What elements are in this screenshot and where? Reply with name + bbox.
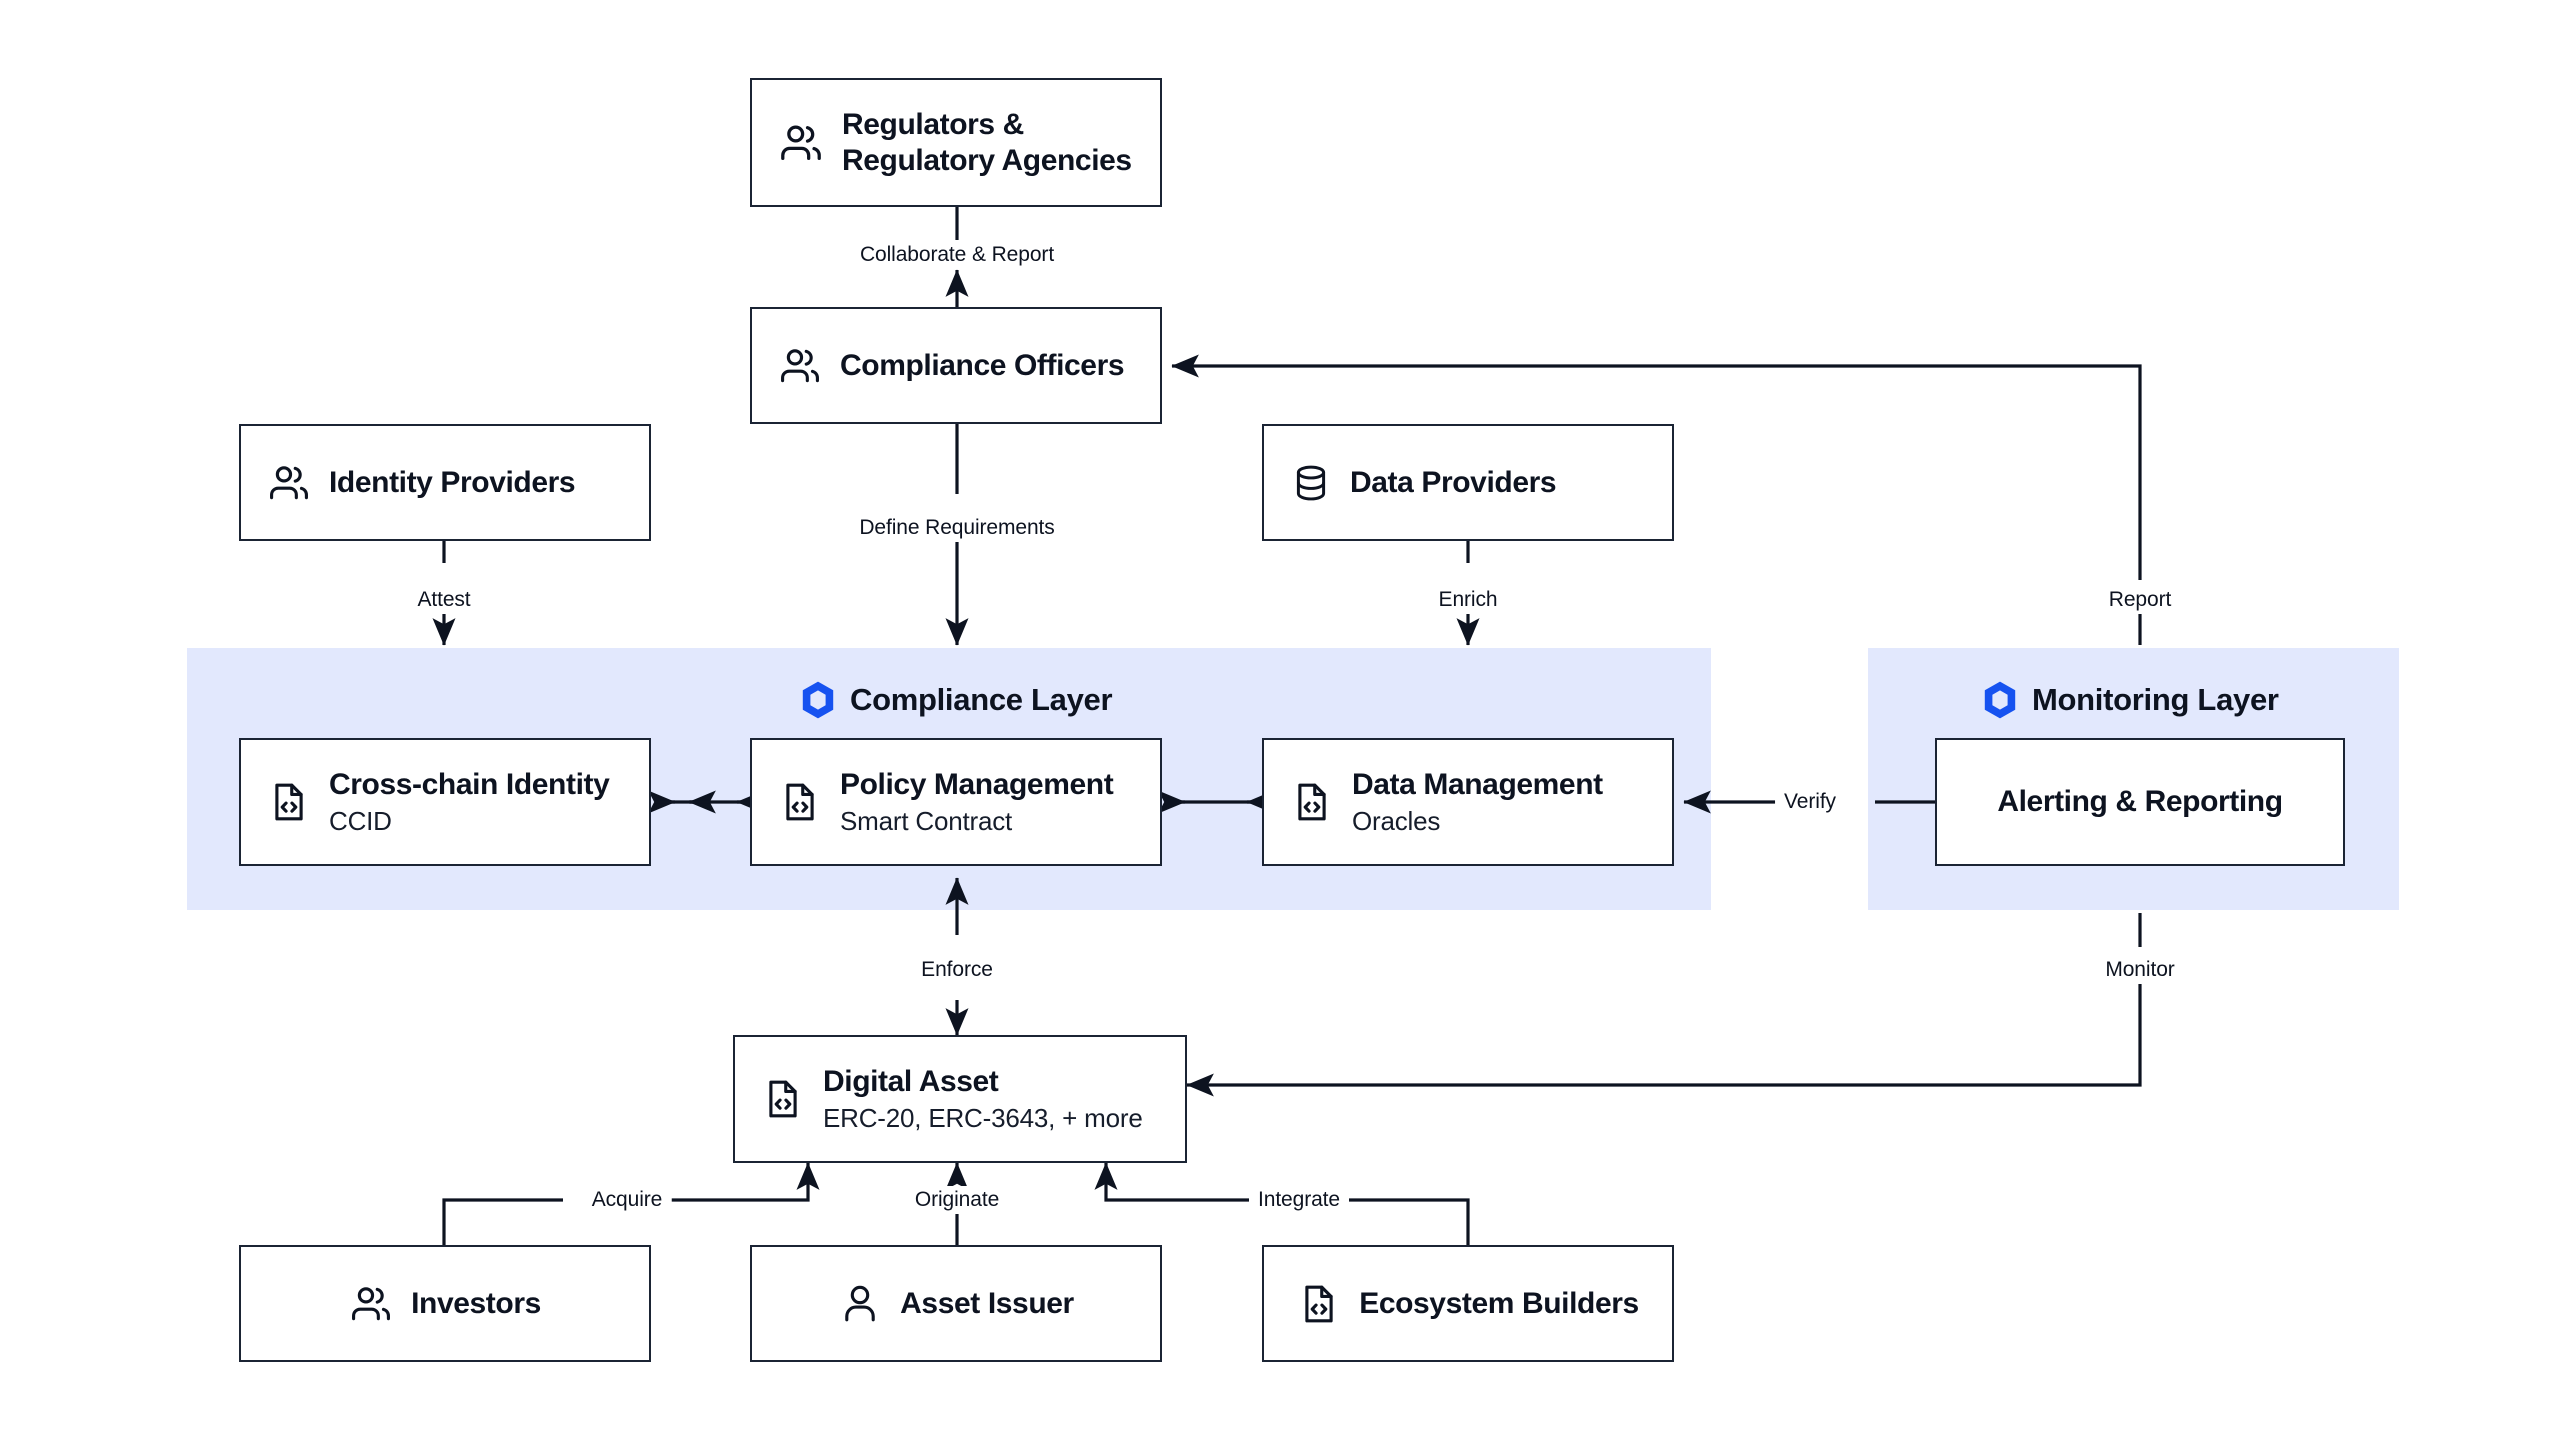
- edge-label-integrate: Integrate: [1249, 1186, 1349, 1214]
- monitoring-layer-label: Monitoring Layer: [2032, 682, 2279, 717]
- node-title: Compliance Officers: [840, 348, 1125, 382]
- users-icon: [781, 348, 819, 382]
- node-regulators[interactable]: Regulators &Regulatory Agencies: [750, 78, 1162, 207]
- users-icon: [270, 465, 308, 499]
- node-subtitle: CCID: [329, 806, 392, 837]
- node-title: Digital Asset: [823, 1064, 999, 1098]
- node-ecosystem-builders[interactable]: Ecosystem Builders: [1262, 1245, 1674, 1362]
- node-title: Alerting & Reporting: [1997, 785, 2283, 819]
- node-digital-asset[interactable]: Digital Asset ERC-20, ERC-3643, + more: [733, 1035, 1187, 1163]
- edge-label-acquire: Acquire: [582, 1186, 672, 1214]
- node-compliance-officers[interactable]: Compliance Officers: [750, 307, 1162, 424]
- edge-label-enrich: Enrich: [1429, 586, 1507, 614]
- node-data-providers[interactable]: Data Providers: [1262, 424, 1674, 541]
- users-icon: [781, 124, 821, 160]
- code-document-icon: [275, 783, 303, 821]
- node-cross-chain-identity[interactable]: Cross-chain Identity CCID: [239, 738, 651, 866]
- code-document-icon: [769, 1080, 797, 1118]
- node-title: Regulators &Regulatory Agencies: [842, 108, 1132, 177]
- hexagon-logo-icon: [802, 681, 834, 719]
- compliance-layer-label: Compliance Layer: [850, 682, 1113, 717]
- code-document-icon: [1298, 783, 1326, 821]
- node-title: Policy Management: [840, 767, 1114, 801]
- compliance-layer-header: Compliance Layer: [800, 680, 1113, 720]
- code-document-icon: [786, 783, 814, 821]
- hexagon-logo-icon: [1984, 681, 2016, 719]
- node-subtitle: Oracles: [1352, 806, 1441, 837]
- node-title: Data Management: [1352, 767, 1603, 801]
- node-subtitle: Smart Contract: [840, 806, 1013, 837]
- node-title: Investors: [411, 1286, 541, 1320]
- node-alerting-reporting[interactable]: Alerting & Reporting: [1935, 738, 2345, 866]
- edge-label-define-requirements: Define Requirements: [850, 514, 1064, 542]
- edge-label-originate: Originate: [905, 1186, 1009, 1214]
- user-icon: [845, 1285, 875, 1321]
- node-title: Asset Issuer: [900, 1286, 1074, 1320]
- edge-label-attest: Attest: [408, 586, 480, 614]
- node-policy-management[interactable]: Policy Management Smart Contract: [750, 738, 1162, 866]
- node-title: Cross-chain Identity: [329, 767, 610, 801]
- database-icon: [1296, 465, 1326, 500]
- edge-label-enforce: Enforce: [912, 956, 1002, 984]
- node-title: Ecosystem Builders: [1359, 1286, 1639, 1320]
- edge-label-verify: Verify: [1775, 788, 1845, 816]
- node-data-management[interactable]: Data Management Oracles: [1262, 738, 1674, 866]
- node-subtitle: ERC-20, ERC-3643, + more: [823, 1103, 1143, 1134]
- users-icon: [352, 1286, 391, 1320]
- edge-label-report: Report: [2099, 586, 2181, 614]
- edge-label-collaborate-report: Collaborate & Report: [850, 241, 1064, 269]
- node-title: Data Providers: [1350, 465, 1557, 499]
- node-identity-providers[interactable]: Identity Providers: [239, 424, 651, 541]
- edge-label-monitor: Monitor: [2096, 956, 2184, 984]
- node-title: Identity Providers: [329, 465, 576, 499]
- node-asset-issuer[interactable]: Asset Issuer: [750, 1245, 1162, 1362]
- monitoring-layer-header: Monitoring Layer: [1982, 680, 2279, 720]
- code-document-icon: [1305, 1285, 1333, 1322]
- node-investors[interactable]: Investors: [239, 1245, 651, 1362]
